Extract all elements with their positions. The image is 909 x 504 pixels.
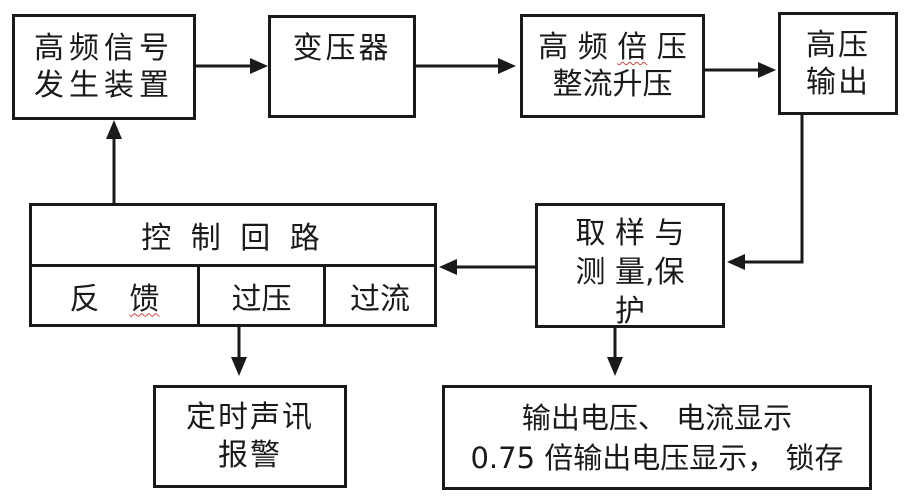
- box-output-display-latch: 输出电压、 电流显示 0.75 倍输出电压显示， 锁存: [442, 385, 872, 490]
- box-transformer: 变压器: [268, 15, 416, 118]
- box-hv-output: 高压 输出: [778, 12, 898, 115]
- box-sampling-line2: 测 量,保: [575, 255, 685, 290]
- cell-feedback-wavy: 馈: [129, 281, 160, 317]
- box-hf-signal-generator-line1: 高频信号: [34, 31, 174, 66]
- box-voltage-doubler-line2: 整流升压: [552, 67, 673, 102]
- arrow-doubler-to-hvout: [705, 62, 776, 78]
- box-voltage-doubler-line1-post: 压: [647, 30, 687, 65]
- box-sampling-measure-protect: 取 样 与 测 量,保 护: [535, 203, 725, 328]
- cell-overvoltage: 过压: [200, 267, 326, 324]
- arrow-control-to-alarm: [231, 327, 247, 376]
- box-display-line1: 输出电压、 电流显示: [521, 400, 793, 435]
- box-alarm-line2: 报警: [218, 437, 282, 473]
- box-hf-signal-generator-line2: 发生装置: [34, 68, 174, 103]
- arrow-hvout-to-sampling: [727, 115, 804, 270]
- box-timed-audio-alarm: 定时声讯 报警: [153, 385, 347, 488]
- cell-feedback: 反馈: [32, 267, 200, 324]
- box-voltage-doubler-line1-pre: 高 频: [538, 30, 618, 65]
- box-display-line2: 0.75 倍输出电压显示， 锁存: [470, 440, 844, 475]
- arrow-sampling-to-display: [607, 328, 623, 376]
- box-alarm-line1: 定时声讯: [186, 399, 314, 435]
- box-voltage-doubler-rectifier: 高 频 倍 压 整流升压: [520, 14, 705, 118]
- box-sampling-line1: 取 样 与: [575, 216, 685, 251]
- box-voltage-doubler-line1-wavy: 倍: [617, 30, 648, 65]
- arrow-signal-to-transformer: [196, 58, 268, 74]
- cell-overcurrent: 过流: [350, 281, 410, 317]
- control-loop-title: 控 制 回 路: [32, 206, 434, 267]
- box-transformer-label: 变压器: [292, 31, 392, 66]
- arrow-sampling-to-control: [439, 259, 535, 275]
- arrow-control-to-signal: [106, 120, 122, 203]
- arrow-transformer-to-doubler: [416, 58, 516, 74]
- box-hf-signal-generator: 高频信号 发生装置: [12, 14, 196, 120]
- box-voltage-doubler-line1: 高 频 倍 压: [538, 29, 687, 66]
- box-control-loop: 控 制 回 路 反馈 过压 过流: [29, 203, 437, 327]
- cell-feedback-pre: 反: [69, 281, 100, 317]
- box-hv-output-line2: 输出: [806, 64, 870, 100]
- box-hv-output-line1: 高压: [806, 27, 870, 63]
- box-sampling-line3-clipped: 护: [615, 294, 645, 328]
- control-loop-cells: 反馈 过压 过流: [32, 267, 434, 324]
